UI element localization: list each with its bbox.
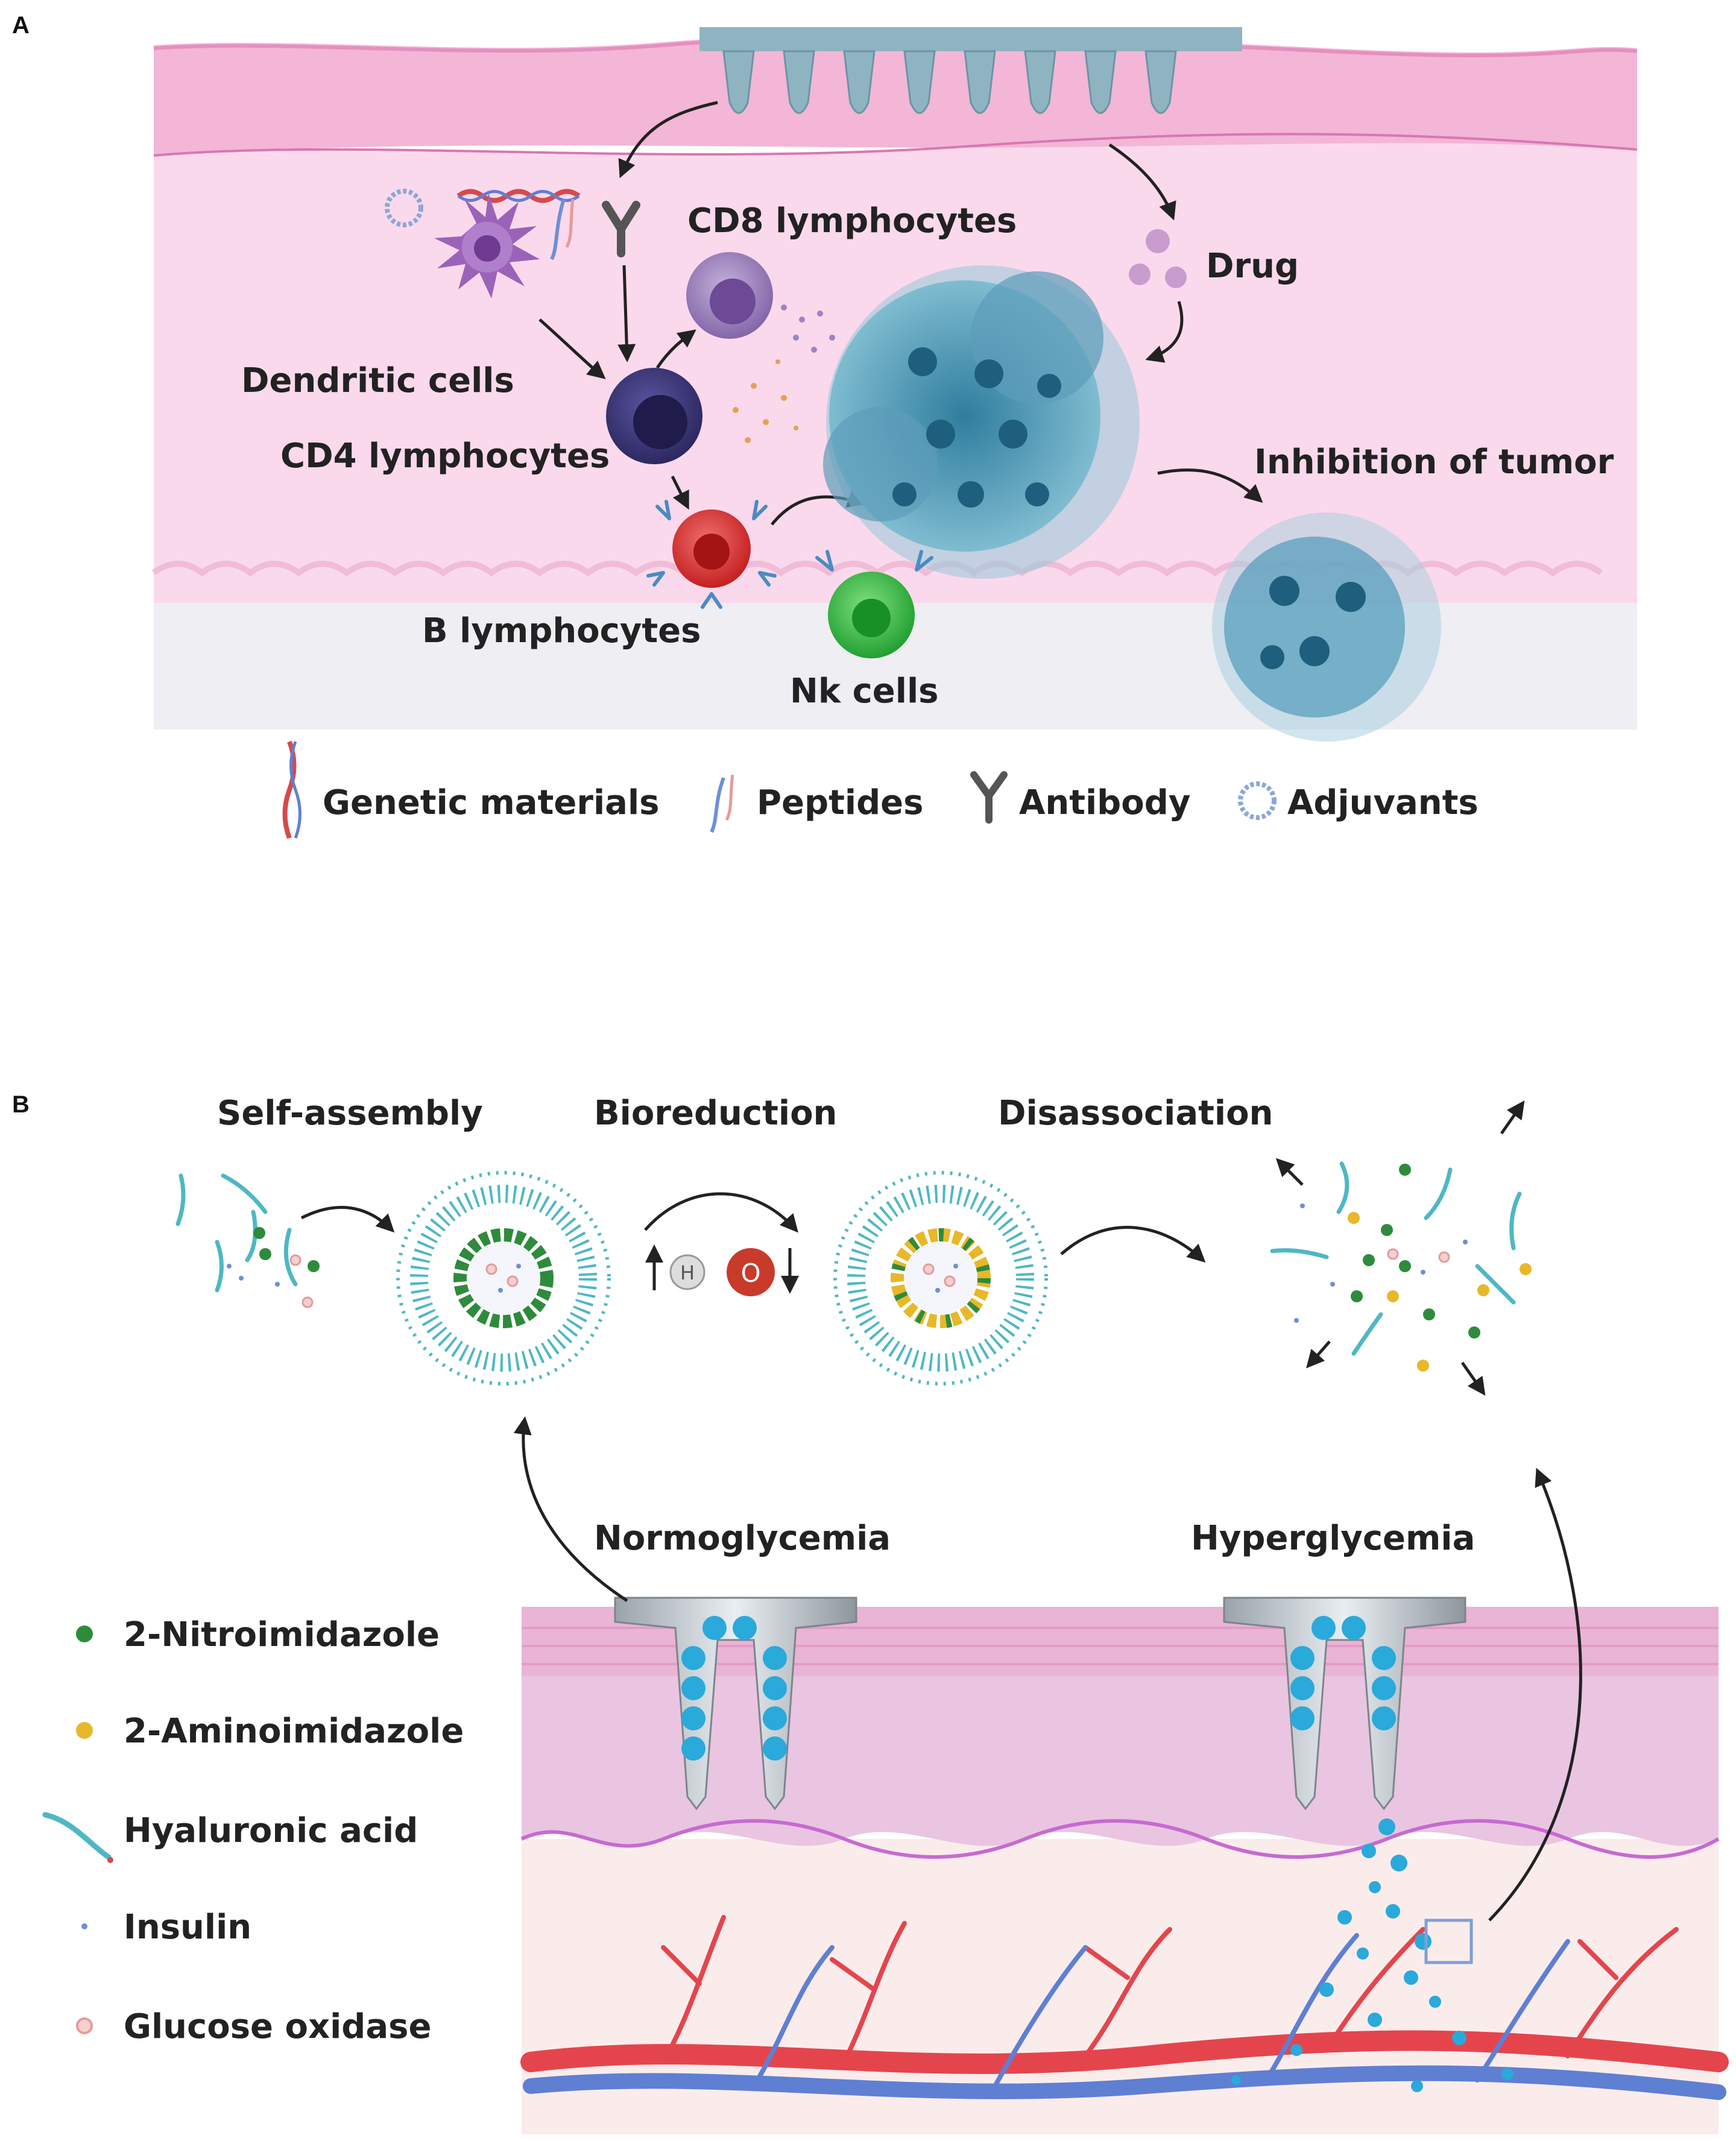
vaccine-components-row bbox=[385, 189, 640, 260]
panel-b: B Self-assembly Bioreduction Disassociat… bbox=[12, 1091, 1729, 2134]
adjuvant-icon bbox=[385, 189, 423, 227]
arrow-normo-to-micelle bbox=[513, 1416, 628, 1603]
legend-gox-icon bbox=[76, 2017, 93, 2034]
oxygen-label: O bbox=[740, 1258, 760, 1288]
nk-cell bbox=[815, 550, 933, 658]
legend-a: Genetic materials Peptides Antibody Adju… bbox=[282, 740, 1479, 839]
arrow-antibody-down bbox=[617, 265, 636, 362]
legend-antibody-text: Antibody bbox=[1019, 783, 1190, 822]
step-disassociation: Disassociation bbox=[998, 1094, 1273, 1133]
dispersed-components bbox=[1270, 1161, 1532, 1372]
cd8-label: CD8 lymphocytes bbox=[687, 201, 1017, 241]
hyperglycemia-label: Hyperglycemia bbox=[1191, 1519, 1475, 1558]
epidermis-layer bbox=[154, 34, 1637, 157]
microneedle-normo bbox=[614, 1597, 857, 1811]
hydrogen-atom-icon bbox=[669, 1254, 705, 1290]
legend-nitro-icon bbox=[76, 1625, 93, 1642]
arrow-to-inhibition bbox=[1157, 468, 1263, 503]
b-cell-antibodies bbox=[646, 500, 777, 609]
process-arrows bbox=[300, 1192, 1206, 1263]
cd8-cell bbox=[686, 252, 773, 339]
panel-a: A bbox=[12, 12, 1638, 839]
tumor-mass bbox=[823, 265, 1140, 579]
arrow-hyper-to-release bbox=[1488, 1468, 1582, 1922]
legend-gox-text: Glucose oxidase bbox=[124, 2007, 431, 2046]
micelle-nitro bbox=[396, 1171, 611, 1386]
arrow-drug-to-tumor bbox=[1145, 301, 1184, 363]
legend-hyaluronic-text: Hyaluronic acid bbox=[124, 1811, 418, 1850]
bioreduction-indicator: H O bbox=[645, 1244, 799, 1296]
dermis-layer-b bbox=[522, 1676, 1719, 1846]
cd4-cell bbox=[606, 368, 702, 464]
basement-membrane bbox=[153, 133, 1638, 157]
micelle-amino bbox=[833, 1171, 1048, 1386]
legend-nitro-text: 2-Nitroimidazole bbox=[124, 1615, 440, 1654]
legend-b: 2-Nitroimidazole 2-Aminoimidazole Hyalur… bbox=[42, 1615, 464, 2046]
blood-vessels bbox=[520, 1915, 1729, 2100]
free-ha-chains bbox=[175, 1173, 298, 1293]
arrow-to-drug bbox=[1108, 143, 1176, 221]
patch-backing bbox=[699, 27, 1242, 51]
arrow-to-dendritic bbox=[618, 101, 718, 178]
nk-label: Nk cells bbox=[790, 672, 939, 711]
legend-adjuvant-icon bbox=[1238, 781, 1277, 820]
dispersion-arrows bbox=[1275, 1100, 1525, 1396]
antibody-icon bbox=[602, 201, 640, 257]
legend-insulin-icon bbox=[81, 1923, 87, 1929]
oxygen-atom-icon bbox=[727, 1248, 775, 1296]
legend-amino-icon bbox=[76, 1722, 93, 1739]
needle-tips bbox=[722, 50, 1177, 114]
inhibition-label: Inhibition of tumor bbox=[1254, 443, 1614, 482]
legend-genetic-icon bbox=[282, 740, 297, 839]
vein bbox=[523, 2065, 1726, 2100]
arrow-cd4-to-cd8 bbox=[655, 329, 696, 369]
legend-peptide-icon bbox=[710, 777, 725, 833]
dendritic-cell bbox=[434, 193, 540, 298]
arrow-dendritic-to-cd4 bbox=[538, 318, 606, 379]
step-bioreduction: Bioreduction bbox=[594, 1094, 837, 1133]
drug-label: Drug bbox=[1206, 247, 1299, 286]
step-self-assembly: Self-assembly bbox=[217, 1094, 483, 1133]
legend-adjuvants-text: Adjuvants bbox=[1287, 783, 1479, 822]
zoom-box bbox=[1424, 1919, 1473, 1964]
legend-genetic-text: Genetic materials bbox=[323, 783, 659, 822]
hydrogen-label: H bbox=[680, 1261, 695, 1284]
peptide-icon bbox=[550, 198, 566, 260]
legend-hyaluronic-icon bbox=[42, 1812, 112, 1860]
free-molecules-left bbox=[227, 1227, 320, 1308]
panel-b-letter: B bbox=[12, 1091, 30, 1118]
legend-insulin-text: Insulin bbox=[124, 1908, 251, 1947]
b-cell-label: B lymphocytes bbox=[422, 611, 701, 651]
feedback-arrows bbox=[513, 1416, 1582, 1922]
artery bbox=[520, 2030, 1729, 2074]
panel-a-letter: A bbox=[12, 12, 30, 39]
legend-antibody-icon bbox=[970, 771, 1008, 824]
b-cell bbox=[646, 500, 777, 609]
dermal-junction-line bbox=[520, 1819, 1720, 1859]
released-granules bbox=[1231, 1818, 1513, 2092]
normoglycemia-label: Normoglycemia bbox=[594, 1519, 891, 1558]
legend-amino-text: 2-Aminoimidazole bbox=[124, 1712, 464, 1751]
arrow-cd4-to-b bbox=[671, 475, 689, 510]
cd4-label: CD4 lymphocytes bbox=[280, 437, 610, 476]
microneedle-patch-a bbox=[699, 27, 1242, 114]
legend-peptides-text: Peptides bbox=[757, 783, 923, 822]
dendritic-label: Dendritic cells bbox=[241, 361, 514, 400]
inhibited-tumor bbox=[1212, 512, 1441, 742]
drug-particles bbox=[1129, 229, 1187, 288]
microneedle-hyper bbox=[1223, 1597, 1466, 1811]
genetic-material-icon bbox=[456, 189, 581, 203]
